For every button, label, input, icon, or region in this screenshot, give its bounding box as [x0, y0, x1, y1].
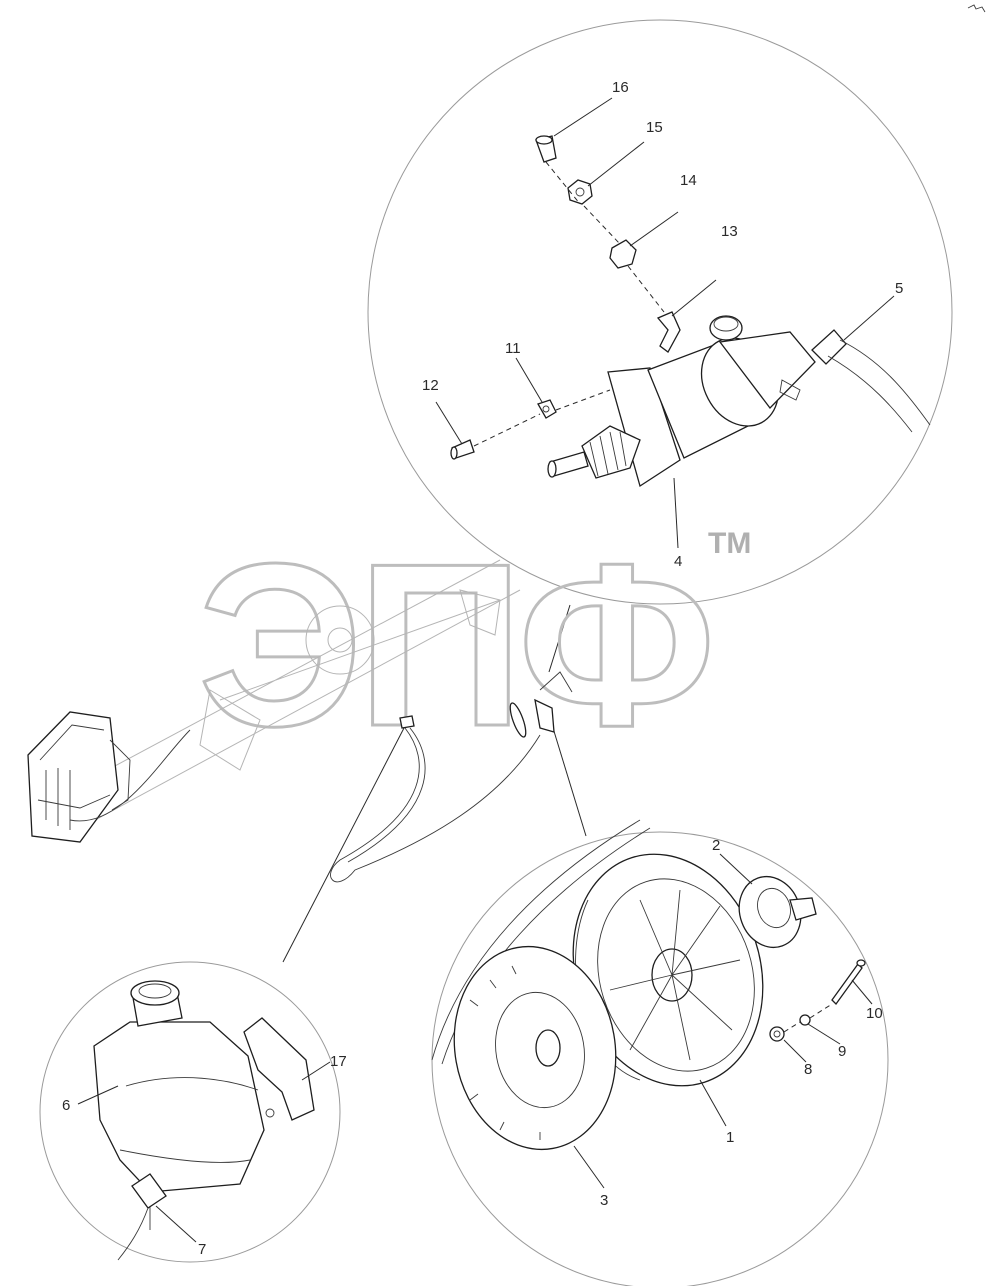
reservoir-detail [93, 980, 315, 1261]
circle-link-booster [548, 604, 571, 673]
part-2-release-bearing [738, 875, 817, 949]
truck-cab [27, 711, 131, 843]
part-8-washer [769, 1026, 785, 1042]
callout-15: 15 [646, 119, 663, 136]
part-12-bolt [450, 439, 475, 460]
callout-9: 9 [838, 1043, 846, 1060]
clutch-detail [431, 819, 866, 1151]
clutch-booster-detail [450, 135, 931, 488]
watermark: ЭПФ TM [197, 515, 752, 777]
callout-6: 6 [62, 1097, 70, 1114]
part-7-fitting [131, 1173, 167, 1209]
mini-clutch-disc [509, 702, 527, 738]
callout-11: 11 [505, 340, 521, 357]
corner-mark [967, 4, 986, 13]
part-17-bracket [243, 1017, 315, 1121]
callout-3: 3 [600, 1192, 608, 1209]
part-11-washer [537, 399, 557, 419]
part-14-bushing [609, 239, 637, 269]
callout-leaders [77, 97, 895, 1243]
callout-14: 14 [680, 172, 697, 189]
callout-5: 5 [895, 280, 903, 297]
callout-10: 10 [866, 1005, 883, 1022]
watermark-logo: ЭПФ [198, 516, 710, 775]
part-4-booster [547, 315, 931, 488]
callout-2: 2 [712, 837, 720, 854]
watermark-tm: TM [708, 527, 751, 560]
part-6-reservoir-tank [93, 980, 265, 1230]
callout-16: 16 [612, 79, 629, 96]
callout-13: 13 [721, 223, 738, 240]
callout-4: 4 [674, 553, 682, 570]
truck-overview [27, 559, 573, 883]
callout-7: 7 [198, 1241, 206, 1258]
circle-link-reservoir [282, 727, 405, 963]
circle-link-clutch [552, 727, 587, 837]
mini-hose [330, 727, 541, 883]
detail-circle-reservoir [39, 961, 341, 1263]
detail-circle-booster [367, 19, 953, 605]
part-15-nut [567, 179, 593, 205]
callout-8: 8 [804, 1061, 812, 1078]
callout-12: 12 [422, 377, 439, 394]
callout-1: 1 [726, 1129, 734, 1146]
callout-17: 17 [330, 1053, 347, 1070]
part-9-spring-washer [799, 1014, 811, 1026]
part-3-clutch-disc [453, 945, 617, 1151]
part-10-bolt [831, 963, 863, 1005]
part-13-elbow [656, 311, 681, 353]
